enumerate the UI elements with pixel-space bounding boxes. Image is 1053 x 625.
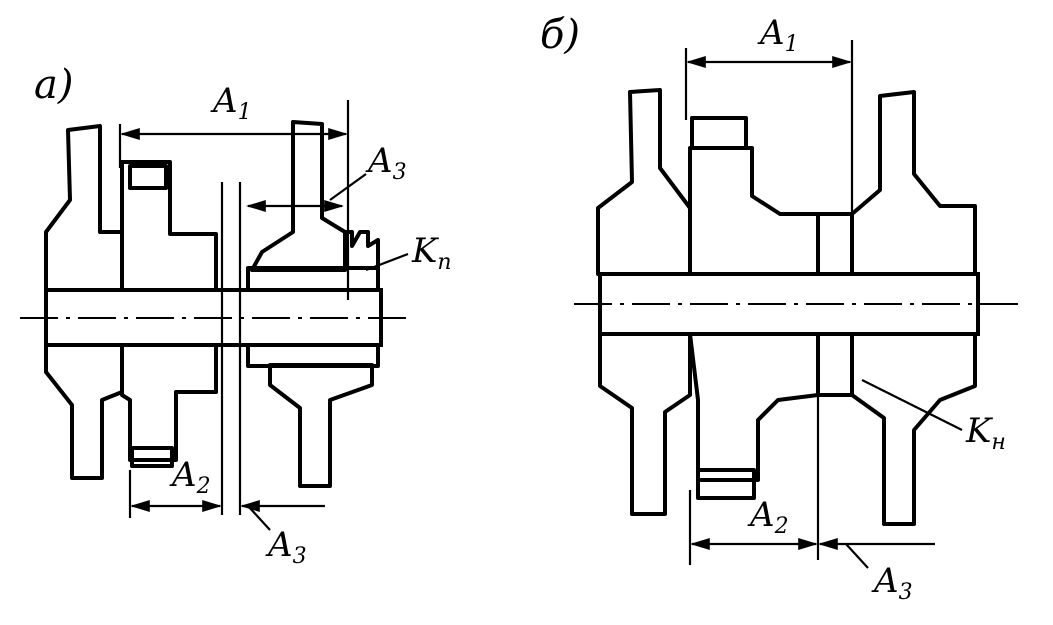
panel-b-part-label: Kн (965, 411, 1006, 455)
panel-a-dim-a3-lower-label: A3 (265, 525, 307, 569)
panel-b-dim-a2-label: A2 (747, 495, 789, 539)
panel-a-leader-kp (365, 252, 409, 272)
panel-a-dim-a3-upper-label: A3 (365, 141, 407, 185)
panel-b: б) A1 Kн (540, 12, 1018, 605)
panel-b-right-flange-upper (850, 90, 977, 276)
panel-a-middle-hub-lower (120, 343, 218, 462)
panel-a-dim-a1-label: A1 (210, 81, 252, 125)
panel-b-right-flange-lower (850, 332, 977, 526)
panel-b-ring-lower (816, 332, 854, 397)
panel-a-leader-a3-lower (247, 505, 271, 531)
panel-b-leader-a3 (845, 543, 869, 569)
panel-b-left-flange-lower (598, 332, 692, 516)
panel-a-middle-hub-upper (120, 160, 218, 292)
panel-a-teeth (343, 230, 380, 270)
panel-a: а) A1 (20, 62, 452, 569)
panel-a-part-label: Kп (411, 231, 452, 275)
panel-a-left-flange-upper (44, 124, 124, 292)
panel-a-leader-a3-upper (329, 173, 367, 201)
panel-b-dim-a1-label: A1 (757, 13, 799, 57)
panel-a-right-flange-lower (268, 363, 374, 488)
panel-b-middle-hub-upper (688, 146, 820, 276)
panel-a-sleeve-lower (246, 343, 380, 368)
panel-a-label: а) (34, 62, 73, 108)
panel-b-left-flange-upper (596, 88, 692, 276)
panel-a-right-flange-upper (250, 120, 347, 272)
panel-a-key-upper (128, 164, 168, 190)
panel-b-ring-upper (816, 212, 854, 276)
panel-b-leader-kn (861, 379, 963, 431)
panel-a-key-lower (130, 446, 174, 468)
panel-a-left-flange-lower (44, 343, 124, 480)
panel-b-key-lower (696, 468, 756, 500)
panel-b-middle-hub-lower (688, 332, 820, 482)
panel-b-key-upper (690, 116, 748, 150)
panel-a-dim-a2-label: A2 (169, 455, 211, 499)
panel-b-label: б) (540, 12, 580, 58)
panel-b-dim-a3-label: A3 (871, 561, 913, 605)
